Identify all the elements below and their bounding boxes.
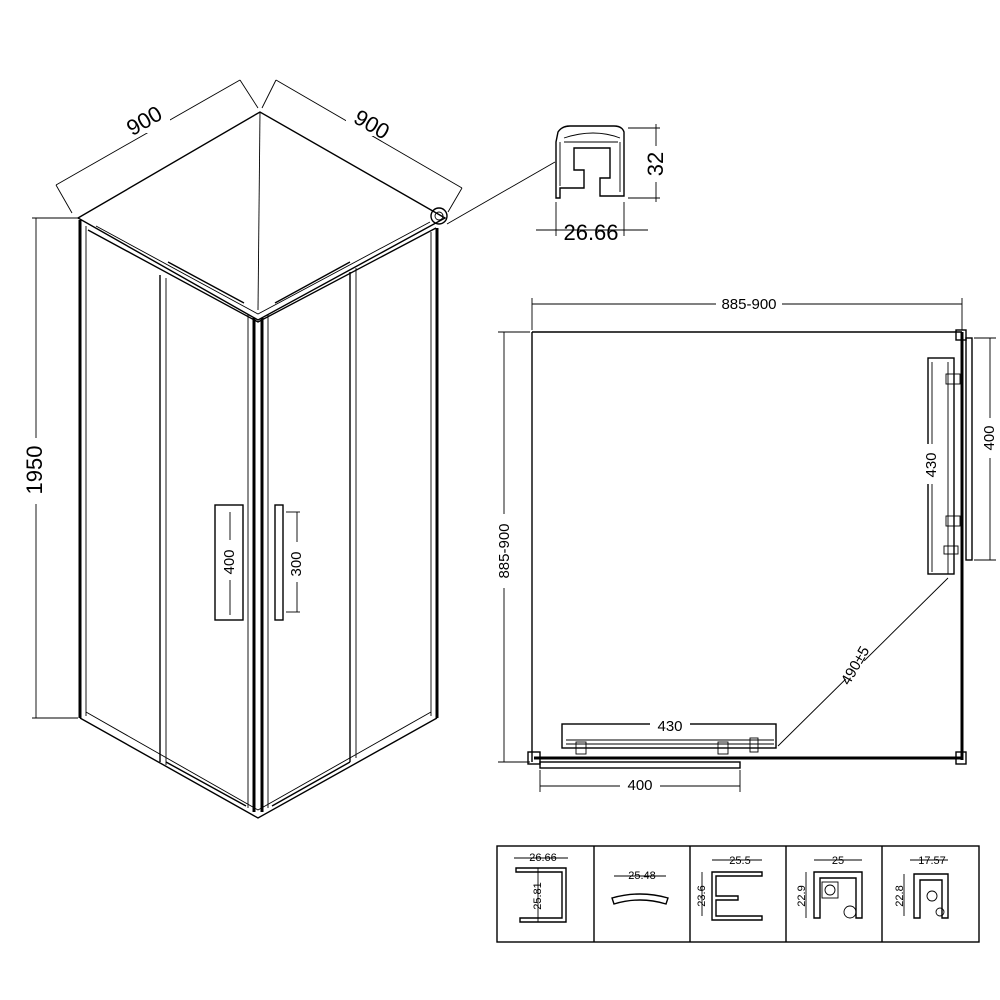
profile-4-width: 25: [832, 855, 844, 867]
profile-3-width: 25.5: [729, 855, 750, 867]
profile-3-height: 23.6: [696, 885, 708, 906]
profile-cell-4: 25 22.9: [796, 855, 862, 918]
dim-bottom-inner: 430: [657, 718, 682, 735]
profile-cell-1: 26.66 25.81: [514, 852, 568, 922]
dim-handle-left: 400: [221, 549, 238, 574]
bottom-frame: [80, 718, 437, 818]
detail-leader-line: [447, 162, 555, 224]
dim-right-outer: 400: [981, 425, 998, 450]
dim-plan-depth: 885-900: [496, 523, 513, 578]
plan-view: 885-900 885-900 430 400 430: [494, 294, 1000, 794]
profiles-table: 26.66 25.81 25.48 25.5 23.6 25: [497, 846, 979, 942]
profile-1-width: 26.66: [529, 852, 557, 864]
dim-height: 1950: [22, 446, 47, 495]
profile-5-width: 17.57: [918, 855, 946, 867]
profile-cell-2: 25.48: [612, 870, 668, 904]
back-corner-line: [258, 112, 260, 310]
dim-bottom-outer: 400: [627, 777, 652, 794]
profile-section: [556, 126, 624, 198]
profile-5-height: 22.8: [894, 885, 906, 906]
profile-1-height: 25.81: [532, 882, 544, 910]
profile-cell-5: 17.57 22.8: [894, 855, 948, 918]
dim-profile-height: 32: [643, 152, 668, 176]
right-fixed-panel: [966, 338, 972, 560]
dim-right-inner: 430: [923, 452, 940, 477]
dim-plan-width: 885-900: [721, 296, 776, 313]
isometric-view: 900 900 1950 400 300: [22, 80, 555, 818]
top-rail-inner: [88, 228, 436, 322]
dim-handle-right: 300: [288, 551, 305, 576]
profile-4-height: 22.9: [796, 885, 808, 906]
profile-detail: 32 26.66: [536, 124, 669, 245]
top-frame-outline: [78, 112, 445, 320]
dim-profile-width: 26.66: [563, 220, 618, 245]
profile-cell-3: 25.5 23.6: [696, 855, 762, 920]
bottom-fixed-panel: [540, 762, 740, 768]
right-door-handle: [275, 505, 283, 620]
